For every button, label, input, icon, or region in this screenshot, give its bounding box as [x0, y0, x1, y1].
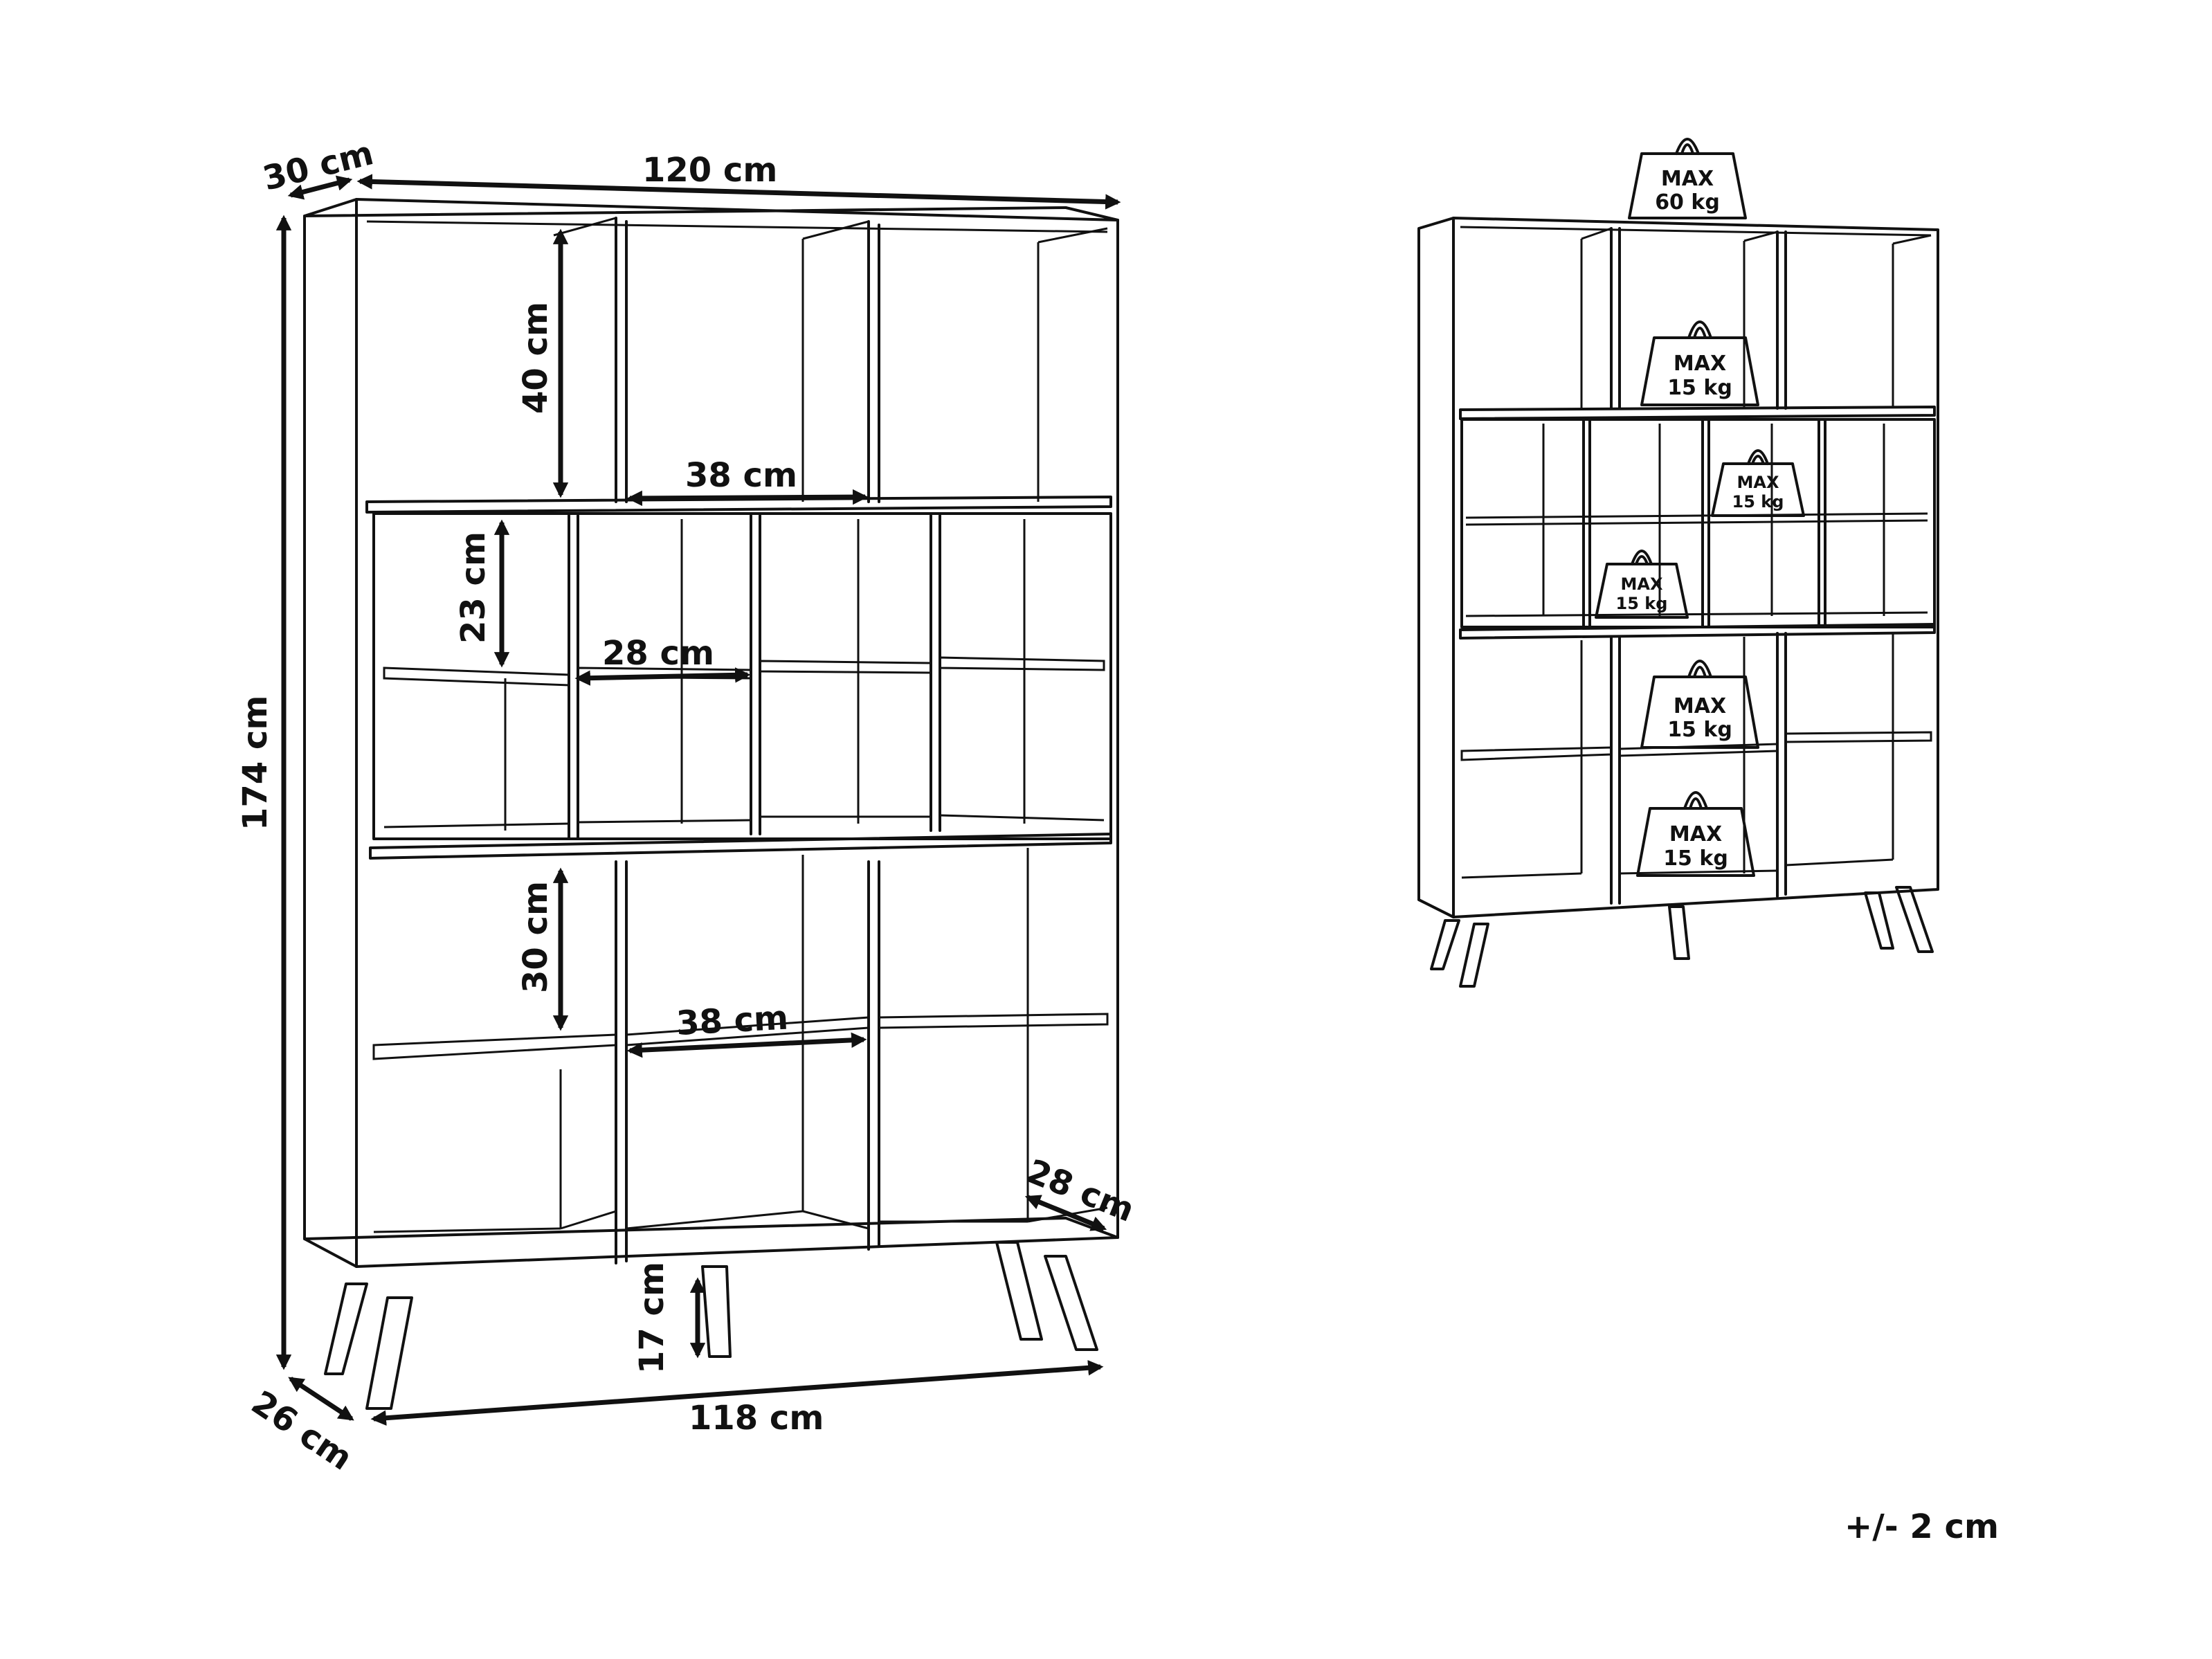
weight-top-line1: MAX: [1661, 167, 1714, 191]
front-frame: [355, 198, 1119, 1268]
lower-height-label: 30 cm: [516, 881, 555, 993]
depth-base-arrow: [288, 1377, 354, 1421]
front-frame-small: [1452, 217, 1939, 918]
weight-middle-upper-line2: 15 kg: [1732, 492, 1784, 511]
load-capacity-bookcase-drawing: [1417, 217, 1939, 988]
weight-upper-shelf: MAX 15 kg: [1640, 320, 1759, 406]
dimensioned-bookcase-drawing: 30 cm 120 cm 174 cm 40 cm 38 cm 23 cm 28…: [236, 134, 1140, 1478]
leg-height-label: 17 cm: [633, 1262, 671, 1374]
depth-base-label: 26 cm: [244, 1384, 359, 1478]
weight-middle-lower: MAX 15 kg: [1595, 550, 1689, 619]
weight-top: MAX 60 kg: [1628, 138, 1747, 219]
tolerance-note: +/- 2 cm: [1844, 1507, 1999, 1546]
weight-lower-bottom-line2: 15 kg: [1663, 846, 1728, 871]
weight-top-line2: 60 kg: [1655, 190, 1720, 215]
depth-top-arrow: [287, 175, 353, 200]
weight-lower-upper-line1: MAX: [1674, 694, 1726, 718]
middle-width-label: 28 cm: [602, 634, 714, 673]
lower-section: [372, 848, 1109, 1264]
width-top-label: 120 cm: [642, 151, 777, 190]
weight-middle-lower-line1: MAX: [1621, 574, 1663, 594]
weight-middle-upper-line1: MAX: [1737, 473, 1779, 492]
legs: [324, 1241, 1098, 1410]
lower-width-arrow: [626, 1032, 867, 1058]
top-width-arrow: [626, 489, 869, 507]
weight-middle-upper: MAX 15 kg: [1711, 449, 1805, 517]
width-base-label: 118 cm: [689, 1399, 824, 1438]
weight-lower-upper: MAX 15 kg: [1640, 660, 1759, 749]
top-height-label: 40 cm: [516, 302, 555, 414]
height-label: 174 cm: [236, 696, 275, 831]
weight-upper-line1: MAX: [1674, 352, 1726, 376]
middle-height-label: 23 cm: [454, 532, 493, 644]
weight-upper-line2: 15 kg: [1667, 376, 1732, 400]
weight-middle-lower-line2: 15 kg: [1616, 594, 1668, 613]
shelf-depth-arrow: [1024, 1195, 1107, 1231]
weight-lower-bottom: MAX 15 kg: [1636, 791, 1755, 877]
shelf-divider-2: [369, 833, 1112, 860]
side-panel-small: [1417, 217, 1455, 918]
middle-width-arrow: [574, 667, 751, 686]
weight-lower-upper-line2: 15 kg: [1667, 718, 1732, 742]
side-panel: [303, 198, 358, 1268]
dimension-arrows: [275, 174, 1121, 1426]
top-width-label: 38 cm: [685, 456, 797, 495]
width-top-arrow: [356, 174, 1121, 210]
width-base-arrow: [370, 1360, 1104, 1426]
weight-lower-bottom-line1: MAX: [1669, 822, 1722, 846]
lower-width-label: 38 cm: [676, 999, 790, 1043]
